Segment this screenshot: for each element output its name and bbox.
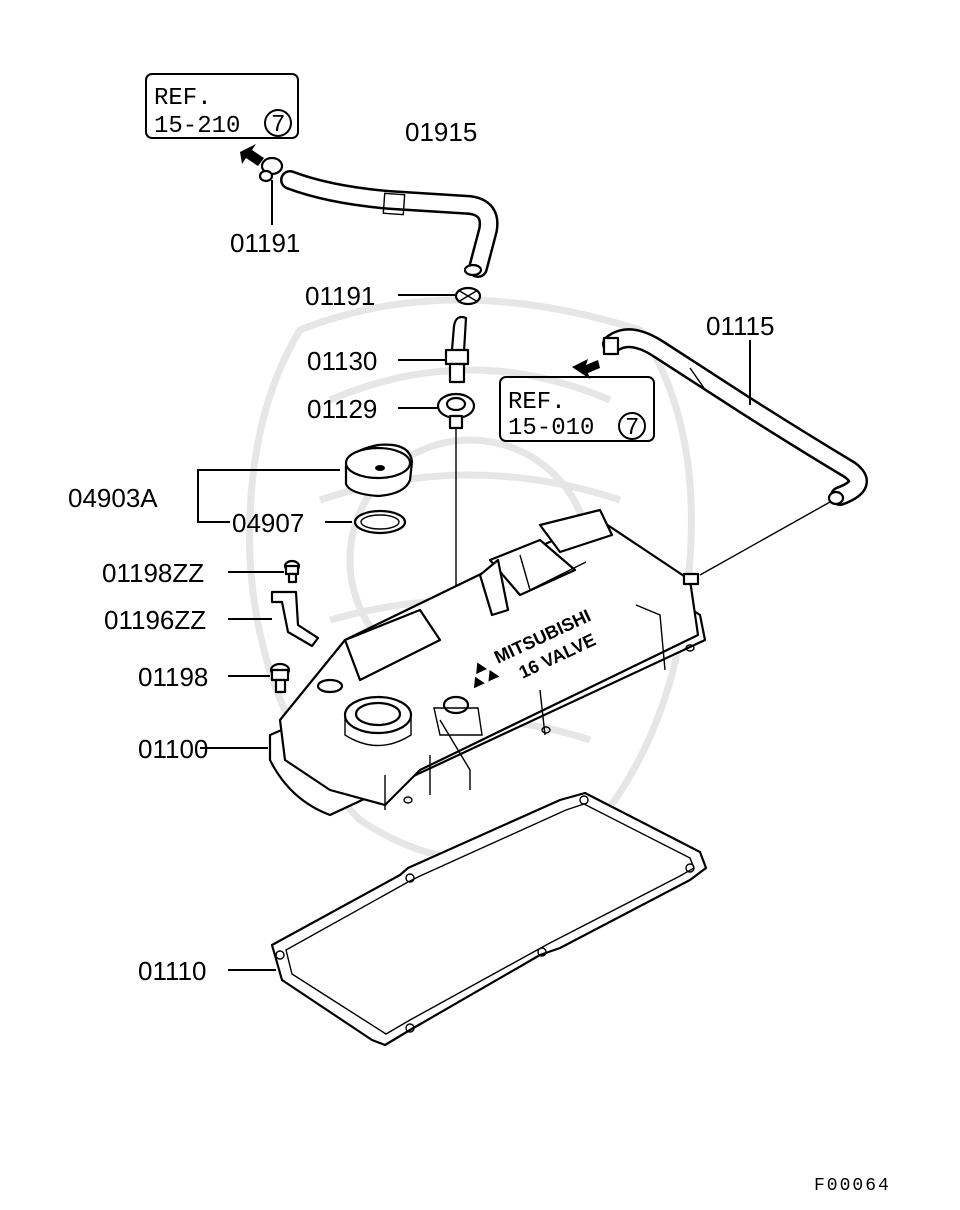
pcv-valve-01130 [444, 315, 470, 384]
ref-box-frame [499, 376, 655, 442]
circled-number-icon [264, 109, 292, 137]
figure-code: F00064 [814, 1176, 891, 1196]
part-label-01130: 01130 [307, 346, 377, 376]
part-label-01198: 01198 [138, 662, 208, 692]
part-label-04903A: 04903A [68, 483, 158, 513]
gasket-01110 [270, 791, 708, 1047]
part-label-01196ZZ: 01196ZZ [104, 605, 206, 635]
ref-box-frame [145, 73, 299, 139]
ref-box-15-010: REF. 15-010 7 [499, 376, 655, 442]
grommet-01129 [436, 392, 476, 430]
part-label-01191: 01191 [230, 228, 300, 258]
part-label-01915: 01915 [405, 117, 477, 147]
ref-circled-number: 7 [271, 112, 285, 139]
part-label-01191: 01191 [305, 281, 375, 311]
bolt-01198 [269, 662, 291, 694]
arrow-icon [572, 359, 600, 379]
arrow-icon [240, 144, 264, 166]
clamp-01191-top [258, 156, 284, 183]
mitsubishi-logo-icon [473, 662, 500, 689]
leader-bracket [197, 469, 352, 523]
part-label-04907: 04907 [232, 508, 304, 538]
part-label-01110: 01110 [138, 956, 206, 986]
rocker-cover-01100: MITSUBISHI 16 VALVE [268, 508, 707, 817]
ref-box-15-210: REF. 15-210 7 [145, 73, 299, 140]
hose-01915 [280, 170, 499, 278]
part-label-01100: 01100 [138, 734, 208, 764]
ref-circled-number: 7 [625, 415, 639, 442]
assembly-line [699, 501, 831, 576]
oil-cap-04903A [344, 443, 414, 498]
bolt-01198ZZ [283, 559, 301, 584]
circled-number-icon [618, 412, 646, 440]
o-ring-04907 [353, 509, 407, 535]
hose-01115 [602, 328, 868, 506]
ref-code: 15-210 [154, 113, 240, 140]
part-label-01198ZZ: 01198ZZ [102, 558, 204, 588]
part-label-01129: 01129 [307, 394, 377, 424]
bracket-01196ZZ [270, 590, 320, 648]
clamp-01191-mid [454, 286, 482, 306]
ref-code: 15-010 [508, 415, 594, 442]
ref-label: REF. [508, 389, 566, 416]
part-label-01115: 01115 [706, 311, 774, 341]
ref-label: REF. [154, 85, 212, 112]
